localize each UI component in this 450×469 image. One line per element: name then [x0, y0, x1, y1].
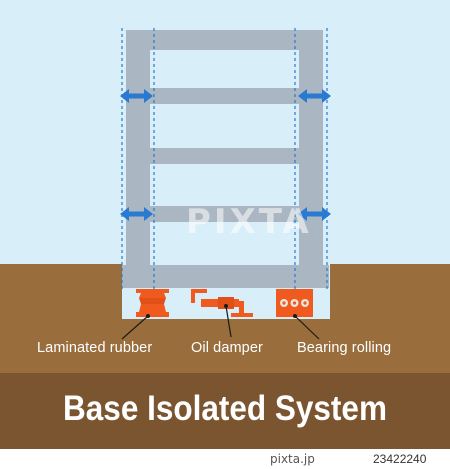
building-frame — [122, 30, 329, 288]
sway-arrows — [120, 89, 331, 221]
footer-brand: pixta.jp — [270, 452, 315, 466]
floor-beam-1 — [126, 88, 323, 104]
title-band — [0, 373, 450, 449]
double-arrow-icon — [120, 89, 153, 103]
footer-image-id: 23422240 — [373, 452, 427, 466]
footer-bar: pixta.jp 23422240 — [0, 449, 450, 469]
oil-damper-icon — [191, 289, 253, 317]
leader-lines — [121, 304, 320, 340]
foundation-slab — [122, 265, 329, 288]
label-laminated-rubber: Laminated rubber — [37, 340, 153, 356]
double-arrow-icon — [298, 207, 331, 221]
displacement-guides — [121, 28, 328, 292]
label-oil-damper: Oil damper — [191, 340, 263, 356]
bearing-rolling-icon — [276, 289, 313, 317]
leader-line-rubber — [121, 315, 149, 340]
laminated-rubber-isolator-icon — [136, 289, 169, 317]
double-arrow-icon — [298, 89, 331, 103]
label-bearing-rolling: Bearing rolling — [297, 340, 392, 356]
diagram-title: Base Isolated System — [63, 389, 387, 428]
floor-beam-2 — [126, 148, 323, 164]
floor-beam-3 — [126, 206, 323, 222]
roof-beam — [126, 30, 323, 50]
leader-line-oil — [225, 305, 232, 338]
double-arrow-icon — [120, 207, 153, 221]
leader-line-rolling — [294, 315, 320, 340]
watermark-text: PIXTA — [186, 202, 312, 242]
